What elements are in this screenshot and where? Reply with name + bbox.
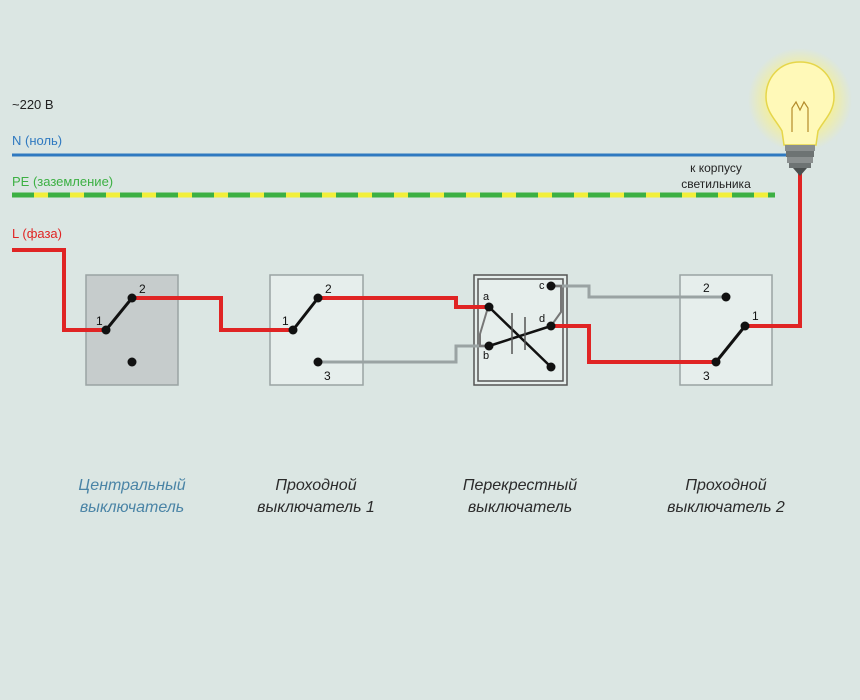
pass-switch-2-box bbox=[679, 274, 773, 386]
cross-switch-lever-bc bbox=[488, 324, 552, 348]
cross-caption-line2: выключатель bbox=[467, 499, 573, 516]
light-bulb-icon bbox=[748, 48, 852, 176]
pass2-terminal-3 bbox=[711, 357, 721, 367]
cross-switch-caption: Перекрестный выключатель bbox=[420, 475, 620, 519]
pass2-caption-line1: Проходной bbox=[685, 477, 767, 494]
phase-wire-central-to-pass1 bbox=[132, 296, 293, 332]
pass1-t2-label: 2 bbox=[325, 282, 332, 296]
cross-internal-c-link bbox=[550, 285, 562, 327]
pass1-caption-line2: выключатель 1 bbox=[257, 499, 375, 516]
pass2-switch-lever bbox=[714, 325, 747, 363]
pass2-terminal-1 bbox=[740, 321, 750, 331]
lamp-note-line1: к корпусу bbox=[690, 161, 742, 175]
central-terminal-2 bbox=[127, 293, 137, 303]
cross-terminal-d bbox=[546, 321, 556, 331]
traveler-wire-pass1-to-cross-b bbox=[318, 344, 489, 364]
pass1-terminal-2 bbox=[313, 293, 323, 303]
central-switch-caption: Центральный выключатель bbox=[32, 475, 232, 519]
pass-switch-2-caption: Проходной выключатель 2 bbox=[626, 475, 826, 519]
central-t1-label: 1 bbox=[96, 314, 103, 328]
cross-terminal-c bbox=[546, 281, 556, 291]
pass1-switch-lever bbox=[291, 297, 320, 331]
cross-terminal-a bbox=[484, 302, 494, 312]
lamp-note-line2: светильника bbox=[681, 177, 751, 191]
central-t2-label: 2 bbox=[139, 282, 146, 296]
cross-terminal-b bbox=[484, 341, 494, 351]
pass2-t1-label: 1 bbox=[752, 309, 759, 323]
pass2-t2-label: 2 bbox=[703, 281, 710, 295]
central-caption-line1: Центральный bbox=[78, 477, 186, 494]
ground-label: PE (заземление) bbox=[12, 174, 113, 189]
cross-terminal-lower bbox=[546, 362, 556, 372]
pass1-caption-line1: Проходной bbox=[275, 477, 357, 494]
pass2-caption-line2: выключатель 2 bbox=[667, 499, 785, 516]
pass2-t3-label: 3 bbox=[703, 369, 710, 383]
phase-wire-in bbox=[12, 248, 106, 332]
phase-wire-pass2-to-lamp bbox=[745, 172, 802, 328]
pass1-t3-label: 3 bbox=[324, 369, 331, 383]
phase-wire-pass1-to-cross-a bbox=[318, 296, 489, 309]
traveler-wire-cross-c-to-pass2 bbox=[551, 284, 726, 299]
cross-a-label: a bbox=[483, 291, 490, 303]
pass2-terminal-2 bbox=[721, 292, 731, 302]
central-switch-lever bbox=[104, 297, 134, 331]
central-caption-line2: выключатель bbox=[79, 499, 185, 516]
phase-label: L (фаза) bbox=[12, 226, 62, 241]
voltage-label: ~220 В bbox=[12, 97, 54, 112]
neutral-label: N (ноль) bbox=[12, 133, 62, 148]
pass1-terminal-3 bbox=[313, 357, 323, 367]
cross-b-label: b bbox=[483, 350, 489, 362]
cross-d-label: d bbox=[539, 313, 545, 325]
pass1-t1-label: 1 bbox=[282, 314, 289, 328]
central-terminal-1 bbox=[101, 325, 111, 335]
cross-c-label: c bbox=[539, 280, 545, 292]
phase-wire-cross-d-to-pass2 bbox=[551, 324, 716, 364]
pass-switch-1-caption: Проходной выключатель 1 bbox=[216, 475, 416, 519]
cross-switch-inner-box bbox=[477, 278, 564, 382]
cross-caption-line1: Перекрестный bbox=[462, 477, 578, 494]
pass1-terminal-1 bbox=[288, 325, 298, 335]
central-terminal-free bbox=[127, 357, 137, 367]
